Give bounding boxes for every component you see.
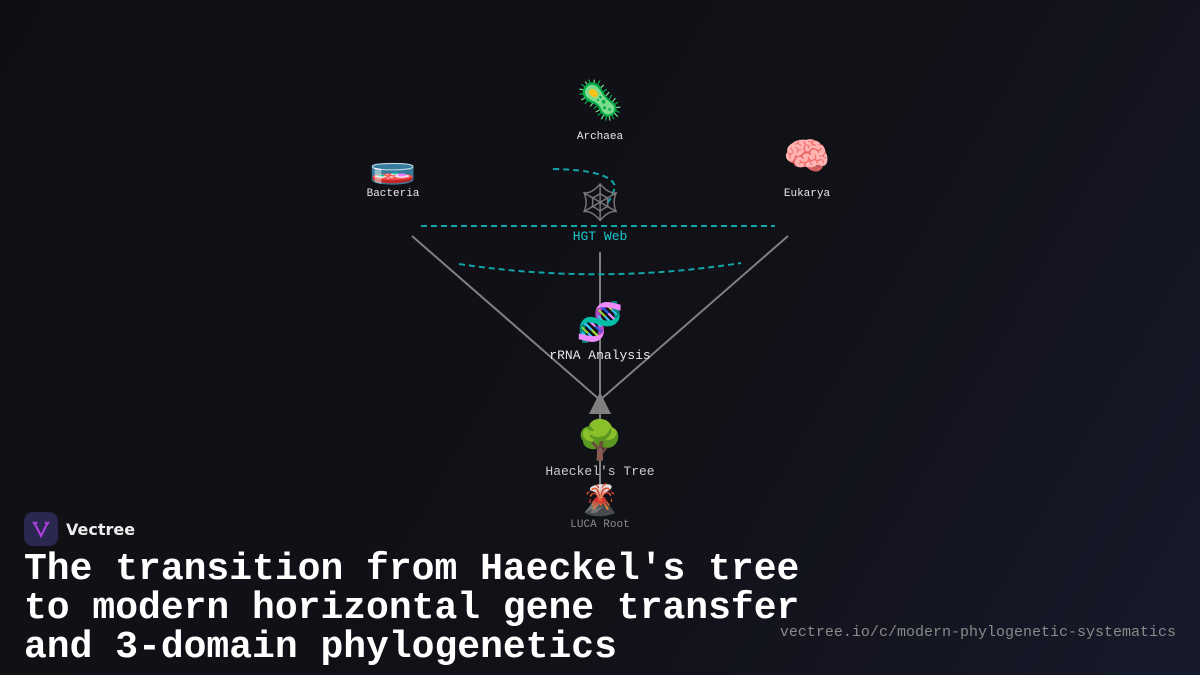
brand: Vectree: [24, 512, 135, 546]
hgt-web-label: HGT Web: [572, 229, 628, 244]
node-rrna: 🧬 rRNA Analysis: [549, 300, 650, 364]
node-archaea: 🦠 Archaea: [576, 78, 623, 144]
bacteria-label: Bacteria: [366, 188, 420, 200]
source-url: vectree.io/c/modern-phylogenetic-systema…: [779, 624, 1176, 641]
rrna-label: rRNA Analysis: [549, 348, 651, 363]
haeckel-label: Haeckel's Tree: [545, 464, 655, 479]
brand-name: Vectree: [66, 519, 136, 539]
petri-dish-icon: 🧫: [369, 142, 417, 186]
tree-icon: 🌳: [576, 418, 624, 462]
volcano-icon: 🌋: [581, 483, 619, 518]
arrowhead: [589, 392, 611, 414]
edge-root-eukarya: [599, 235, 789, 401]
node-eukarya: 🧠 Eukarya: [783, 134, 830, 201]
archaea-label: Archaea: [576, 131, 624, 143]
page-title: The transition from Haeckel's tree to mo…: [24, 548, 800, 669]
node-luca: 🌋 LUCA Root: [570, 484, 629, 532]
luca-label: LUCA Root: [570, 519, 630, 531]
eukarya-label: Eukarya: [783, 188, 831, 200]
vectree-logo-icon: [24, 512, 58, 546]
brain-icon: 🧠: [783, 134, 831, 178]
node-bacteria: 🧫 Bacteria: [367, 142, 420, 201]
node-hgt-web: 🕸 HGT Web: [573, 180, 628, 245]
dna-icon: 🧬: [576, 300, 624, 344]
hgt-dash-arc-upper: [552, 168, 617, 207]
spider-web-icon: 🕸: [575, 180, 625, 224]
node-haeckel: 🌳 Haeckel's Tree: [545, 418, 654, 480]
hgt-dash-arc-lower: [458, 262, 742, 276]
edge-root-bacteria: [411, 235, 601, 401]
microbe-icon: 🦠: [576, 78, 624, 122]
